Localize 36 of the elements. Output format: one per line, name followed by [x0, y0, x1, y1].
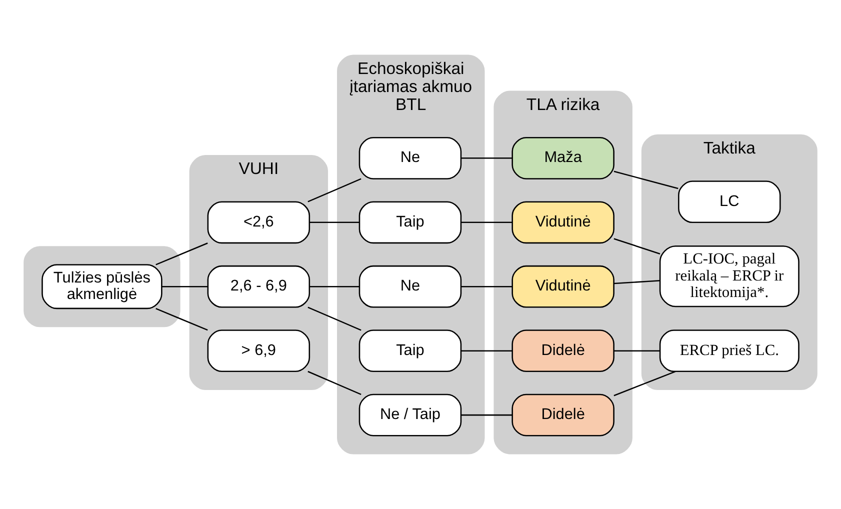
node-box: Ne / Taip: [358, 394, 462, 436]
node-box: Ne: [358, 265, 462, 308]
connector: [461, 350, 512, 352]
node-box: Didelė: [512, 330, 614, 372]
connector: [310, 286, 360, 288]
connector: [308, 370, 362, 395]
node-box: > 6,9: [207, 330, 310, 372]
connector: [614, 370, 676, 396]
node-box: LC: [678, 180, 781, 224]
node-box: Ne: [358, 136, 462, 180]
connector: [614, 238, 660, 254]
node-box: <2,6: [207, 201, 310, 244]
connector: [308, 306, 362, 331]
connector: [461, 286, 512, 288]
connector: [162, 286, 208, 288]
node-box: 2,6 - 6,9: [207, 265, 310, 308]
node-box: Taip: [358, 330, 462, 372]
connector: [461, 158, 512, 159]
node-box: LC-IOC, pagal reikalą – ERCP ir litektomija*.: [659, 246, 800, 308]
connector: [156, 308, 208, 331]
node-box: Didelė: [512, 394, 614, 436]
connector: [614, 170, 678, 190]
node-box: Vidutinė: [512, 265, 614, 308]
connector: [156, 242, 208, 266]
connector: [461, 222, 512, 224]
cluster: [24, 246, 180, 328]
node-box: Taip: [358, 201, 462, 244]
node-box: ERCP prieš LC.: [659, 330, 800, 372]
connector: [614, 350, 660, 352]
node-box: Vidutinė: [512, 201, 614, 244]
connector: [308, 178, 362, 202]
connector: [614, 280, 660, 284]
node-box: Maža: [512, 136, 614, 180]
node-box: Tulžies pūslės akmenligė: [42, 264, 162, 310]
connector: [461, 414, 512, 416]
connector: [310, 222, 360, 224]
